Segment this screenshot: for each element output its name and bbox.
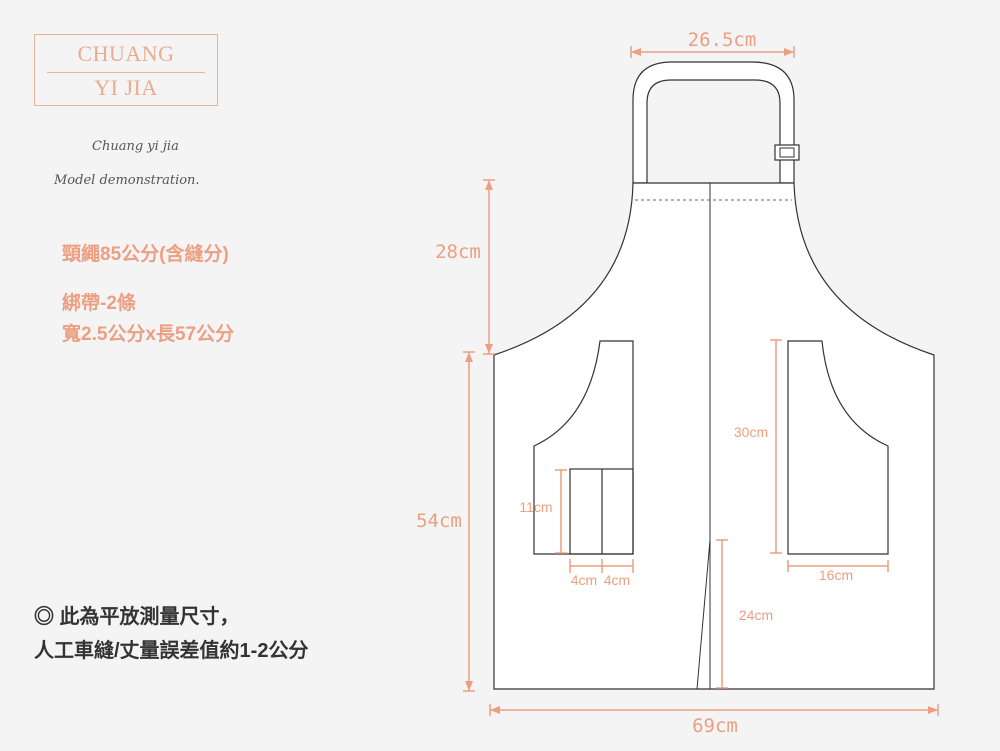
- logo-line2: YI JIA: [94, 75, 158, 100]
- tagline-model: Model demonstration.: [54, 173, 200, 188]
- front-slit: [696, 539, 711, 690]
- brand-logo: CHUANG YI JIA: [34, 34, 218, 106]
- logo-divider: [47, 72, 205, 73]
- spec-neck-strap: 頸繩85公分(含縫分): [62, 244, 229, 265]
- label-left-slot-2: 4cm: [604, 572, 630, 588]
- label-right-pocket-width: 16cm: [819, 567, 853, 583]
- label-right-pocket-height: 30cm: [734, 424, 768, 440]
- apron-body: [493, 182, 935, 690]
- spec-ties: 綁帶-2條: [62, 293, 136, 314]
- tagline-brand: Chuang yi jia: [92, 139, 179, 154]
- label-total-width: 69cm: [692, 715, 738, 737]
- label-bib-height: 28cm: [435, 241, 481, 263]
- label-neck-width: 26.5cm: [688, 29, 757, 51]
- neck-strap: [632, 61, 795, 184]
- label-left-slot-1: 4cm: [571, 572, 597, 588]
- measurement-note-line1: ◎ 此為平放測量尺寸，: [34, 606, 240, 628]
- label-left-pocket-height: 11cm: [519, 499, 552, 515]
- label-lower-height: 54cm: [416, 510, 462, 532]
- left-pocket: [533, 340, 634, 555]
- measurement-note-line2: 人工車縫/丈量誤差值約1-2公分: [34, 640, 309, 662]
- right-pocket: [787, 340, 889, 555]
- strap-buckle: [774, 144, 800, 161]
- spec-ties-size: 寬2.5公分x長57公分: [62, 324, 235, 345]
- logo-line1: CHUANG: [77, 41, 175, 66]
- label-slit-length: 24cm: [739, 607, 773, 623]
